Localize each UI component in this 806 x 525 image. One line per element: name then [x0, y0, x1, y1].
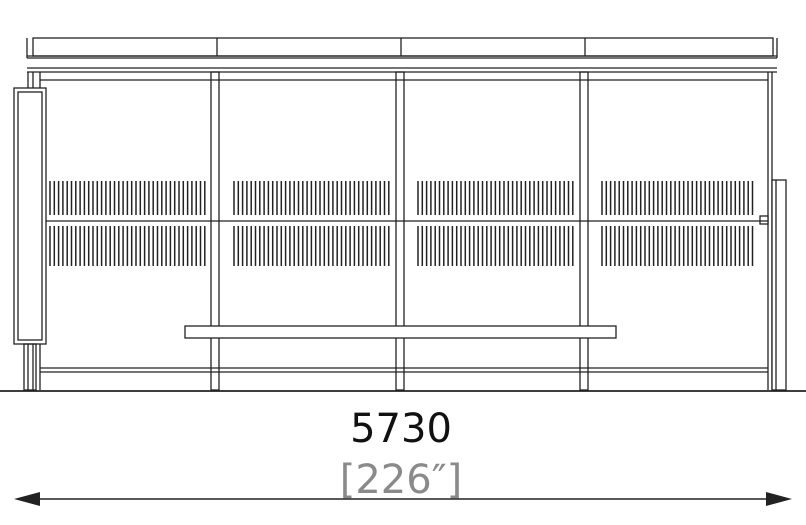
side-panel-right — [759, 179, 787, 391]
roof-canopy — [26, 37, 778, 73]
side-panel-frame — [771, 179, 787, 391]
ad-panel-frame — [13, 87, 47, 345]
side-panel-bracket — [759, 215, 769, 225]
post — [210, 71, 220, 391]
post — [579, 71, 589, 391]
glass-frit-pattern — [49, 181, 754, 266]
post — [395, 71, 405, 391]
roof-top-panel — [32, 37, 774, 57]
dimension-metric-label: 5730 — [350, 406, 452, 452]
bench — [184, 325, 617, 339]
ad-panel-foot — [23, 343, 37, 391]
bench-seat — [184, 325, 617, 339]
ad-panel-inner — [17, 91, 43, 341]
advertising-panel-left — [13, 87, 47, 391]
dimension-imperial-label: [226″] — [340, 457, 463, 503]
dimension-arrow-left — [14, 492, 40, 506]
dimension-arrow-right — [766, 492, 792, 506]
dimension-annotation: 5730 [226″] — [14, 406, 792, 506]
